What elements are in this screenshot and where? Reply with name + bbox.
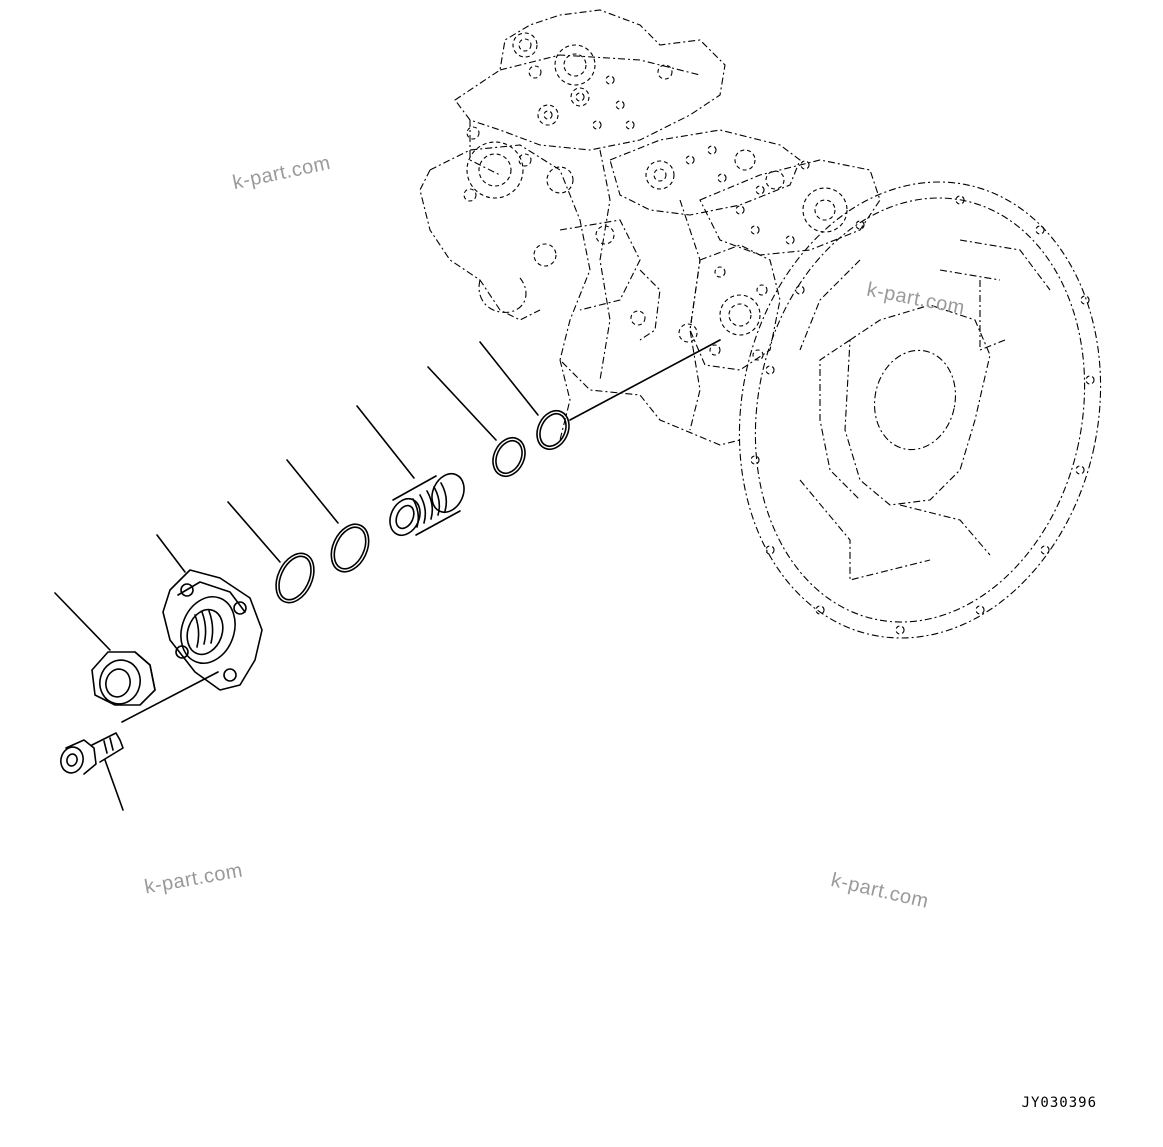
flange-bolt-holes bbox=[750, 195, 1095, 635]
o-ring-icon bbox=[492, 436, 526, 478]
o-ring-icon bbox=[330, 523, 370, 573]
o-ring-icon bbox=[536, 409, 570, 451]
drawing-reference-code: JY030396 bbox=[1021, 1095, 1097, 1111]
nut-icon bbox=[91, 651, 156, 706]
o-ring-icon bbox=[275, 552, 315, 604]
split-flange-icon bbox=[162, 569, 263, 691]
threaded-fitting-icon bbox=[389, 472, 465, 537]
pump-assembly-icon bbox=[419, 9, 1102, 639]
bolt-icon bbox=[60, 732, 124, 775]
leader-lines bbox=[54, 339, 721, 811]
